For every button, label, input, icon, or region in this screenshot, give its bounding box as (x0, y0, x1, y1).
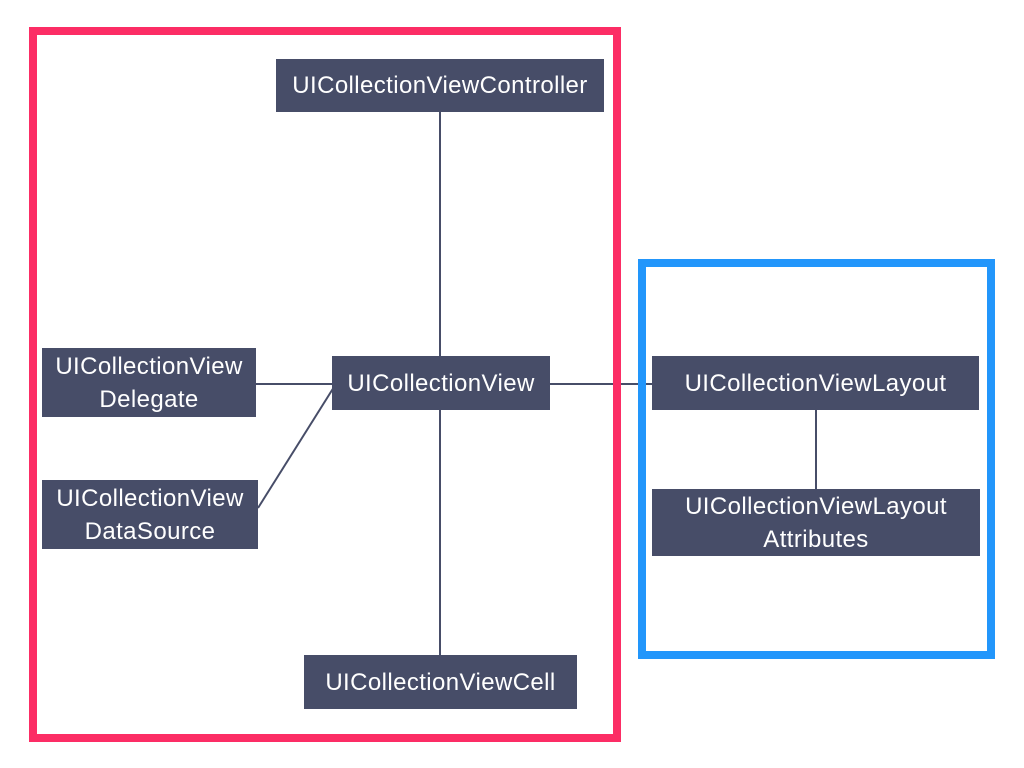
node-uicollectionview: UICollectionView (332, 356, 550, 410)
node-uicollectionviewlayout: UICollectionViewLayout (652, 356, 979, 410)
group-frame-main (29, 27, 621, 742)
node-uicollectionviewlayoutattributes: UICollectionViewLayout Attributes (652, 489, 980, 556)
node-uicollectionviewdelegate: UICollectionView Delegate (42, 348, 256, 417)
node-uicollectionviewcell: UICollectionViewCell (304, 655, 577, 709)
group-frame-layout (638, 259, 995, 659)
node-uicollectionviewdatasource: UICollectionView DataSource (42, 480, 258, 549)
node-uicollectionviewcontroller: UICollectionViewController (276, 59, 604, 112)
edge-datasource-collectionview (257, 386, 335, 509)
